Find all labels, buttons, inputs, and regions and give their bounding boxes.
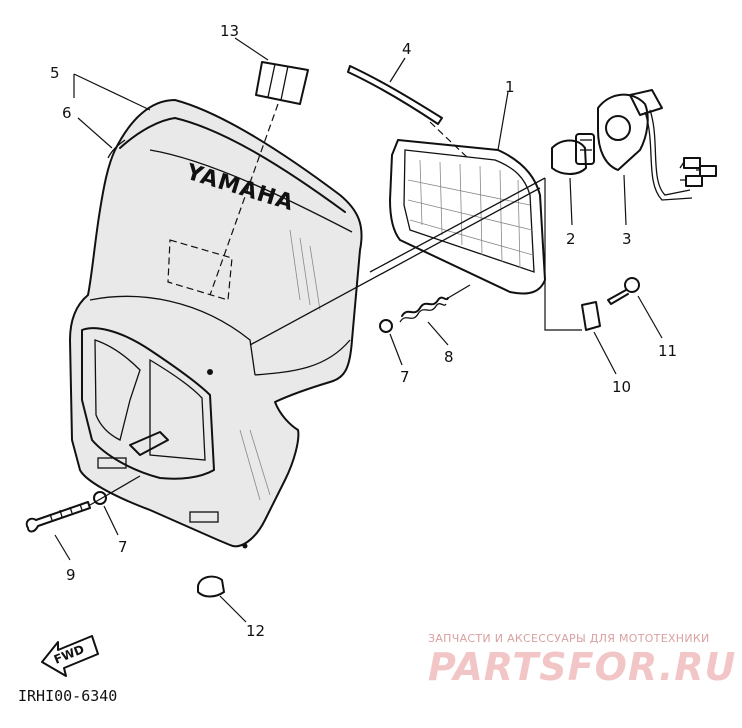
headlight-cowl: YAMAHA bbox=[69, 99, 363, 549]
part-7-nut-upper bbox=[379, 319, 403, 366]
cowl-shading bbox=[239, 229, 321, 501]
callout-7-lower: 7 bbox=[118, 538, 128, 556]
callout-5: 5 bbox=[50, 64, 60, 82]
callout-6: 6 bbox=[62, 104, 72, 122]
callout-4: 4 bbox=[402, 40, 412, 58]
leaders-5-6 bbox=[73, 73, 151, 149]
watermark-subtitle: ЗАПЧАСТИ И АКСЕССУАРЫ ДЛЯ МОТОТЕХНИКИ bbox=[428, 632, 710, 645]
callout-12: 12 bbox=[246, 622, 265, 640]
callout-10: 10 bbox=[612, 378, 631, 396]
headlight-lens-grid bbox=[407, 159, 534, 269]
watermark-site: PARTSFOR.RU bbox=[428, 645, 736, 689]
fwd-arrow: FWD bbox=[41, 635, 99, 677]
callout-7-upper: 7 bbox=[400, 368, 410, 386]
part-13-decal bbox=[209, 37, 309, 296]
callout-13: 13 bbox=[220, 22, 239, 40]
part-11-screw bbox=[607, 277, 663, 339]
part-9-bolt bbox=[25, 475, 141, 561]
part-2-bulb bbox=[544, 133, 595, 331]
callout-9: 9 bbox=[66, 566, 76, 584]
part-12-grommet bbox=[197, 575, 247, 623]
part-8-spring bbox=[399, 284, 471, 346]
callout-8: 8 bbox=[444, 348, 454, 366]
callout-1: 1 bbox=[505, 78, 515, 96]
watermark: ЗАПЧАСТИ И АКСЕССУАРЫ ДЛЯ МОТОТЕХНИКИ PA… bbox=[428, 632, 736, 689]
part-7-nut-lower bbox=[93, 491, 119, 536]
callout-2: 2 bbox=[566, 230, 576, 248]
callout-3: 3 bbox=[622, 230, 632, 248]
callout-11: 11 bbox=[658, 342, 677, 360]
part-3-socket bbox=[597, 89, 717, 226]
part-1-headlight bbox=[249, 91, 546, 346]
part-10-clip bbox=[581, 301, 617, 375]
drawing-code: IRHI00-6340 bbox=[18, 687, 117, 705]
part-4-strip bbox=[347, 57, 471, 161]
